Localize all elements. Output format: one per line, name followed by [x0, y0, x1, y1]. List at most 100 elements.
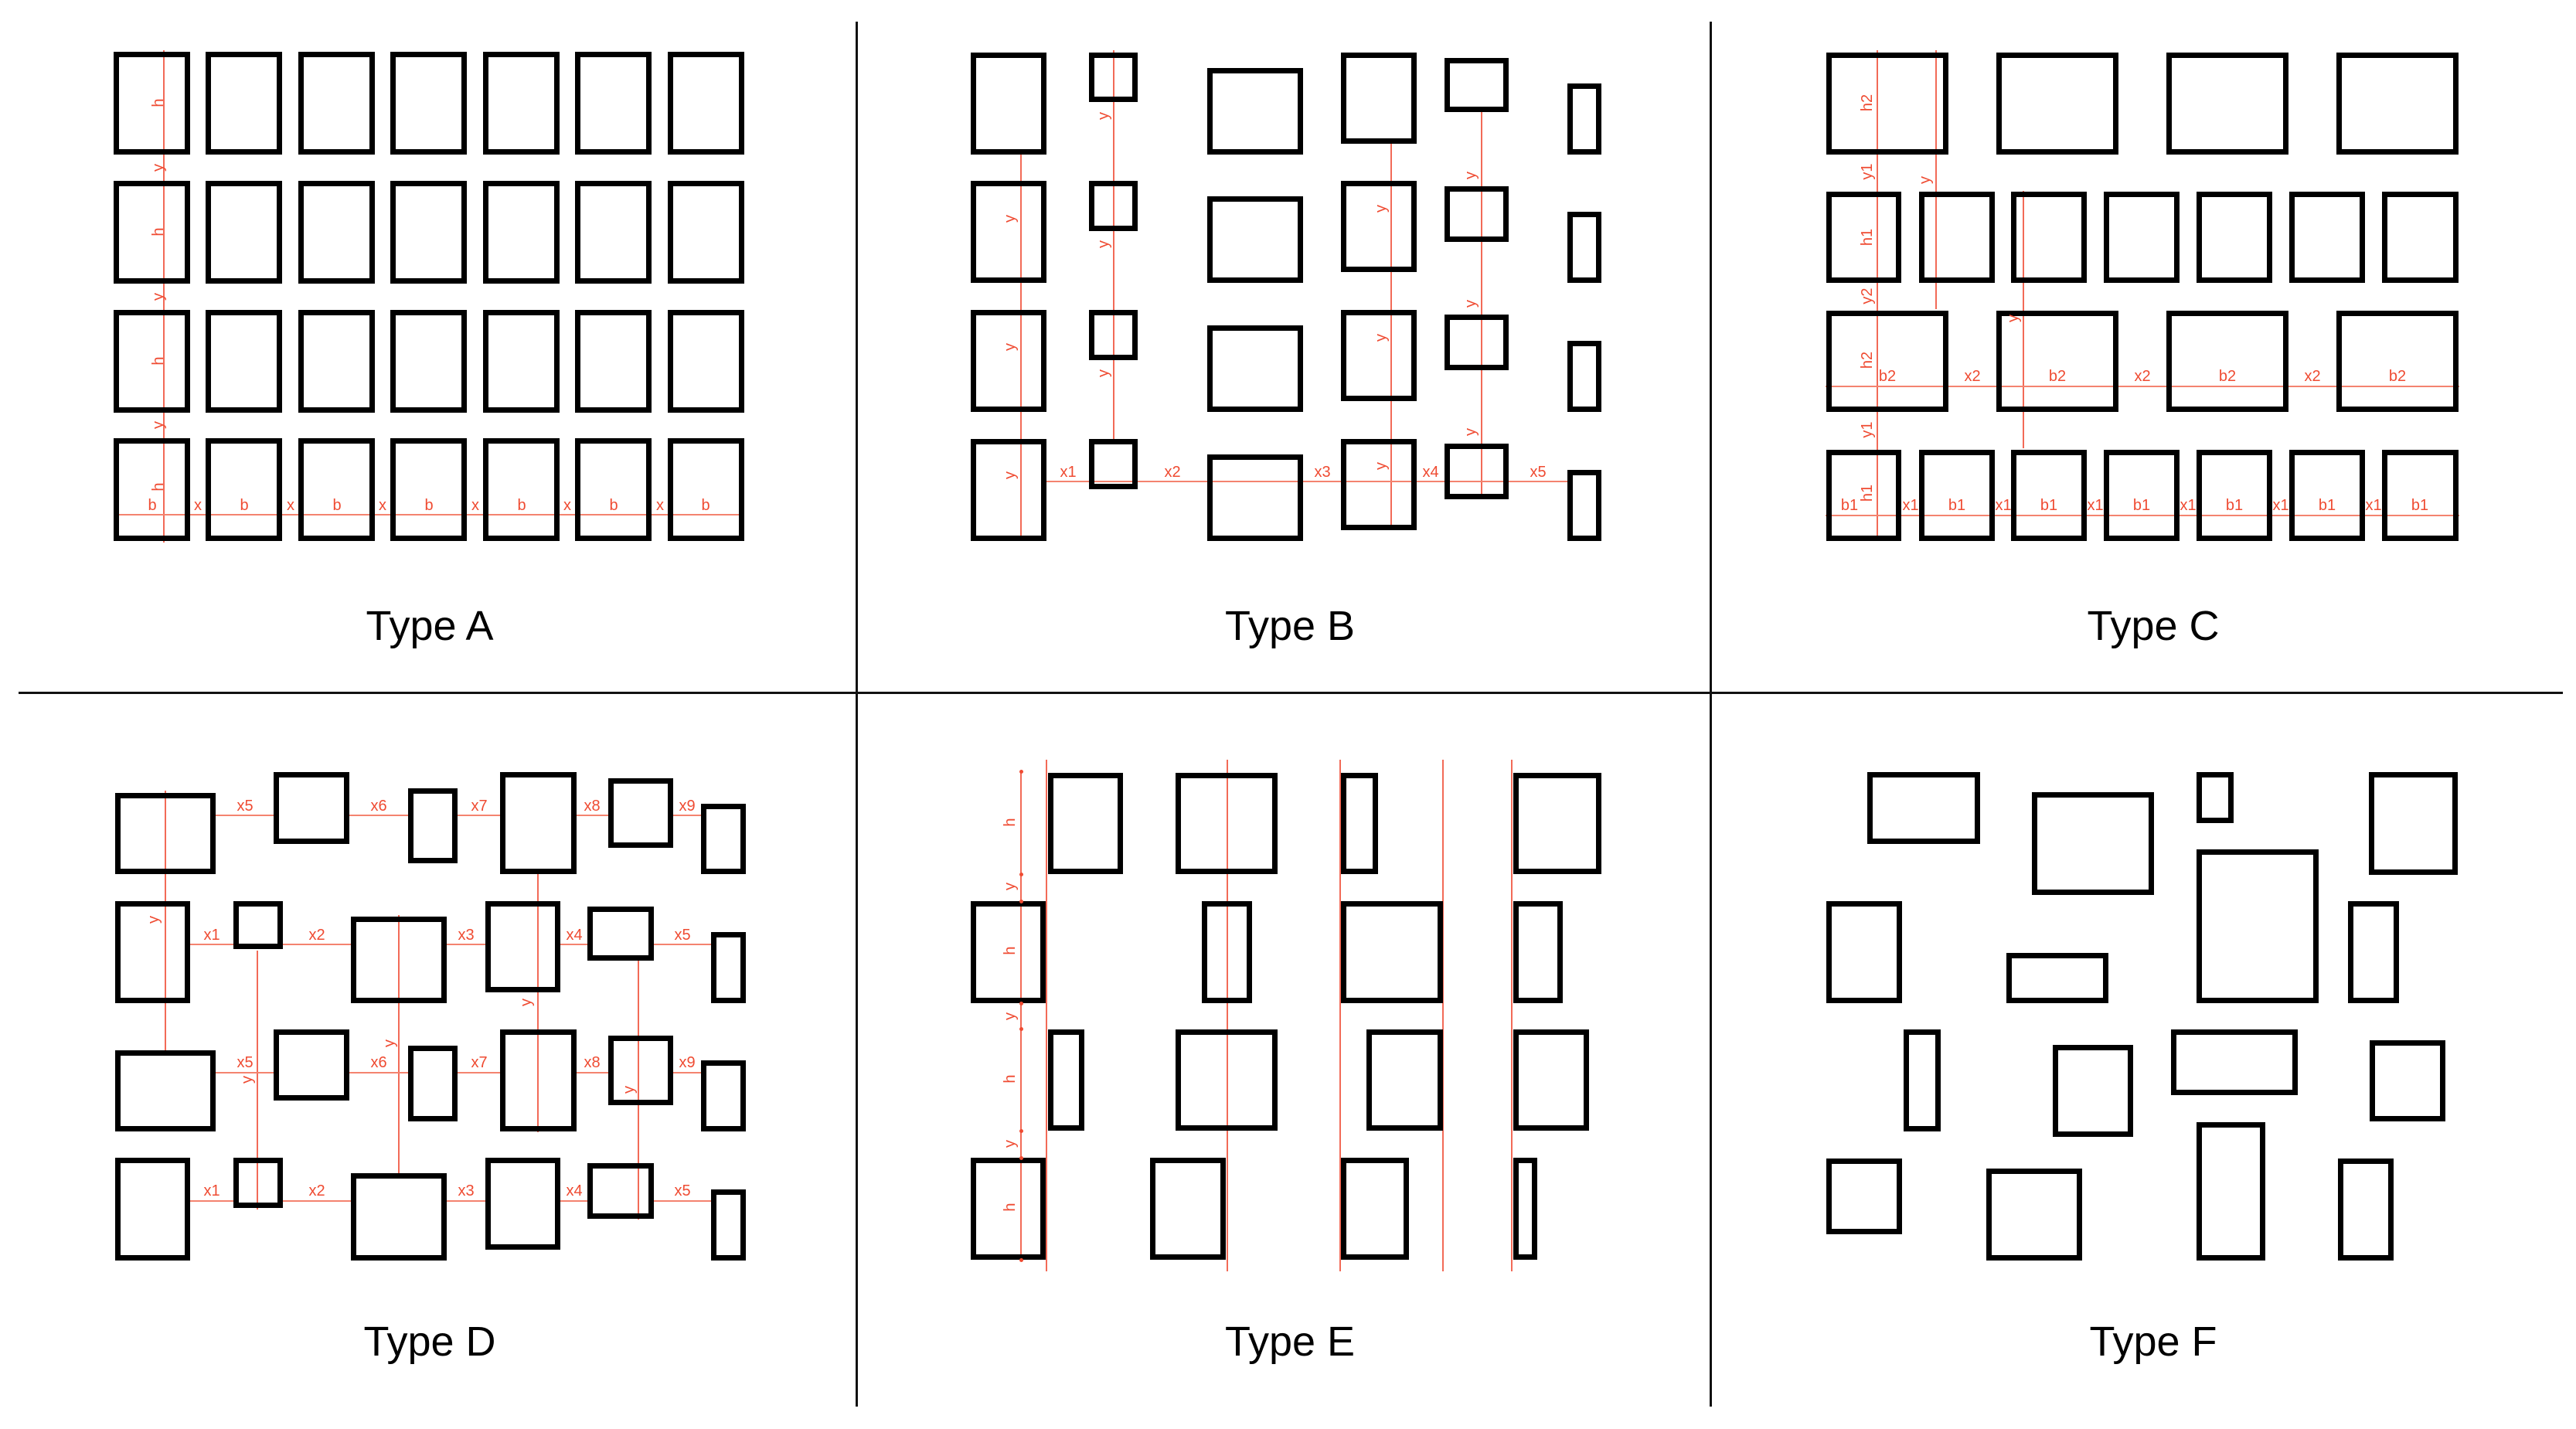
frame-rectangle — [1176, 1029, 1278, 1131]
dimension-tick — [1019, 900, 1023, 903]
dimension-label: x — [287, 497, 294, 514]
frame-rectangle — [298, 52, 375, 155]
dimension-label: x7 — [471, 1054, 488, 1071]
dimension-label: b — [148, 497, 157, 514]
dimension-label: x2 — [308, 927, 325, 944]
frame-rectangle — [1341, 310, 1417, 401]
dimension-label: x9 — [679, 1054, 696, 1071]
frame-rectangle — [1341, 439, 1417, 530]
frame-rectangle — [206, 438, 282, 541]
dimension-label: x1 — [1060, 464, 1077, 481]
frame-rectangle — [2104, 450, 2180, 541]
dimension-line-horizontal — [1046, 481, 1567, 482]
frame-rectangle — [1445, 186, 1509, 242]
frame-rectangle — [483, 310, 560, 413]
frame-rectangle — [1176, 773, 1278, 874]
dimension-tick — [1019, 873, 1023, 876]
dimension-label: x4 — [1422, 464, 1439, 481]
dimension-label: x5 — [1530, 464, 1547, 481]
dimension-line-horizontal — [216, 815, 274, 816]
frame-rectangle — [500, 1029, 577, 1131]
frame-rectangle — [115, 793, 216, 874]
dimension-label: b1 — [2411, 497, 2429, 514]
dimension-line-vertical — [1481, 112, 1482, 499]
frame-rectangle — [2171, 1029, 2298, 1095]
dimension-label: b1 — [1840, 497, 1859, 514]
frame-rectangle — [408, 788, 458, 863]
frame-rectangle — [2053, 1045, 2133, 1137]
frame-rectangle — [1513, 1029, 1589, 1131]
dimension-label: x5 — [237, 798, 254, 815]
horizontal-divider — [19, 692, 2563, 694]
caption-type-b: Type B — [1224, 603, 1356, 649]
frame-rectangle — [971, 901, 1046, 1003]
frame-rectangle — [1341, 181, 1417, 272]
frame-rectangle — [114, 52, 190, 155]
vertical-divider-right — [1710, 22, 1712, 1407]
frame-rectangle — [206, 310, 282, 413]
frame-rectangle — [701, 1060, 746, 1131]
dimension-line-vertical — [165, 791, 166, 1050]
dimension-line-vertical — [1046, 760, 1047, 1271]
frame-rectangle — [668, 181, 744, 284]
dimension-label: x5 — [674, 1182, 691, 1199]
dimension-tick — [1019, 1258, 1023, 1262]
dimension-line-vertical — [1113, 50, 1114, 439]
frame-rectangle — [587, 1163, 654, 1219]
dimension-line-vertical — [2023, 191, 2024, 448]
dimension-label: x — [194, 497, 202, 514]
dimension-label: b — [701, 497, 710, 514]
caption-type-c: Type C — [2087, 603, 2220, 649]
dimension-label: b1 — [2040, 497, 2058, 514]
dimension-label: x1 — [2087, 497, 2104, 514]
frame-rectangle — [1996, 311, 2118, 412]
frame-rectangle — [1513, 1158, 1537, 1260]
frame-rectangle — [2348, 901, 2399, 1003]
frame-rectangle — [1366, 1029, 1443, 1131]
dimension-label: x1 — [203, 1182, 220, 1199]
frame-rectangle — [114, 310, 190, 413]
dimension-label: b1 — [1948, 497, 1966, 514]
frame-rectangle — [1445, 315, 1509, 370]
frame-rectangle — [2032, 792, 2154, 895]
dimension-line-horizontal — [283, 1200, 351, 1202]
frame-rectangle — [1826, 901, 1902, 1003]
dimension-label: b2 — [2048, 368, 2067, 385]
dimension-line-horizontal — [577, 815, 608, 816]
frame-rectangle — [274, 1029, 349, 1101]
frame-rectangle — [575, 438, 652, 541]
dimension-label: x2 — [2134, 368, 2151, 385]
frame-rectangle — [971, 53, 1046, 155]
dimension-line-horizontal — [1826, 515, 2459, 516]
dimension-label: x1 — [2365, 497, 2382, 514]
frame-rectangle — [2011, 192, 2087, 283]
dimension-line-horizontal — [673, 1072, 701, 1073]
frame-rectangle — [2166, 53, 2288, 155]
frame-rectangle — [483, 181, 560, 284]
frame-rectangle — [351, 1173, 447, 1261]
frame-rectangle — [971, 181, 1046, 283]
frame-rectangle — [1048, 773, 1123, 874]
dimension-label: b — [332, 497, 342, 514]
frame-rectangle — [2336, 311, 2459, 412]
dimension-line-horizontal — [560, 1200, 587, 1202]
dimension-label: x1 — [1902, 497, 1919, 514]
frame-rectangle — [1207, 68, 1303, 155]
frame-rectangle — [408, 1046, 458, 1121]
dimension-label: x2 — [1964, 368, 1981, 385]
dimension-line-vertical — [1442, 760, 1444, 1271]
dimension-line-horizontal — [1826, 386, 2459, 387]
dimension-label: x2 — [308, 1182, 325, 1199]
frame-rectangle — [668, 310, 744, 413]
frame-rectangle — [2197, 849, 2319, 1003]
dimension-tick — [1019, 1002, 1023, 1005]
frame-rectangle — [115, 1050, 216, 1131]
frame-rectangle — [2289, 450, 2365, 541]
dimension-label: x5 — [674, 927, 691, 944]
frame-rectangle — [114, 181, 190, 284]
frame-rectangle — [390, 438, 467, 541]
